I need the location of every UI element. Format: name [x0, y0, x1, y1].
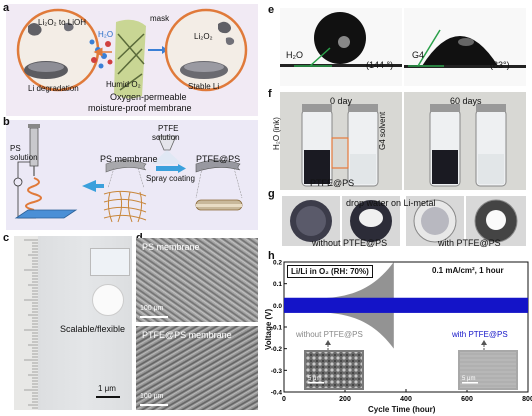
- panel-g-label: g: [268, 188, 275, 200]
- vials-day-60: [429, 104, 507, 187]
- y-tick-label-2: 0.0: [273, 303, 282, 310]
- d-scale-top: 100 μm: [140, 305, 164, 312]
- b-spray-coating: Spray coating: [146, 174, 195, 183]
- d-ps-membrane-label: PS membrane: [142, 242, 200, 252]
- e-h2o-angle: (144 °): [366, 60, 394, 70]
- panel-h-label: h: [268, 250, 275, 262]
- a-h2o: H₂O: [98, 30, 114, 39]
- vial-photos: [280, 92, 526, 190]
- d-scale-bar-bottom: [140, 404, 168, 406]
- scalable-sample-disc: [92, 284, 124, 316]
- g4-contact-angle-line: [417, 29, 441, 67]
- h-title-box: Li/Li in O₂ (RH: 70%): [287, 265, 373, 278]
- a-stable-li: Stable Li: [188, 82, 220, 91]
- h-legend-with: with PTFE@PS: [452, 330, 508, 339]
- y-tick-label-3: -0.1: [271, 325, 283, 332]
- x-tick-label-1: 200: [339, 396, 351, 403]
- h2o-contact-angle-line: [309, 47, 331, 67]
- a-humid-o2: Humid O₂: [106, 80, 141, 89]
- panel-b-illustration: [13, 124, 243, 223]
- a-li2o2-to-lioh: Li₂O₂ to LiOH: [38, 18, 87, 27]
- ptfe-ps-sheet: [195, 159, 241, 173]
- a-li2o2-right: Li₂O₂: [194, 32, 213, 41]
- b-ps-solution-l1: PS: [10, 144, 21, 153]
- electrospin-jet: [25, 177, 42, 211]
- b-ptfe-ps: PTFE@PS: [196, 154, 241, 164]
- b-ps-membrane: PS membrane: [100, 154, 158, 164]
- e-g4: G4: [412, 50, 425, 60]
- process-arrow-1: [82, 180, 104, 192]
- a-caption-line2: moisture-proof membrane: [88, 103, 192, 113]
- c-scale-label: 1 μm: [98, 384, 116, 393]
- c-scalable-flexible: Scalable/flexible: [60, 324, 126, 334]
- f-g4-solvent: G4 solvent: [378, 111, 387, 150]
- contact-angle-photos: [280, 8, 526, 86]
- sem-ps-membrane: [136, 238, 258, 322]
- y-tick-label-4: -0.2: [271, 346, 283, 353]
- vials-day-0: [301, 104, 379, 187]
- panel-f-label: f: [268, 88, 272, 100]
- y-tick-label-6: -0.4: [271, 390, 283, 397]
- y-tick-label-5: -0.3: [271, 368, 283, 375]
- b-ps-solution-l2: solution: [10, 153, 38, 162]
- d-scale-bar-top: [140, 316, 168, 318]
- b-ptfe-solution-l1: PTFE: [158, 124, 179, 133]
- voltage-chart: 0 200 400 600 800 0.2 0.1 0.0 -0.1 -0.2 -0.3 -0.4: [271, 260, 532, 404]
- c-scale-bar: [96, 396, 120, 398]
- li-metal-photos: [282, 196, 526, 246]
- x-tick-label-0: 0: [282, 396, 286, 403]
- panel-b-label: b: [3, 116, 10, 128]
- ps-membrane-sheet: [105, 159, 147, 173]
- d-scale-bottom: 100 μm: [140, 393, 164, 400]
- sem-ptfe-ps-membrane: [136, 326, 258, 410]
- voltage-source-icon: [13, 177, 23, 187]
- y-tick-label-0: 0.2: [273, 260, 282, 267]
- e-g4-angle: (83°): [490, 60, 510, 70]
- panel-c-label: c: [3, 232, 10, 244]
- d-ptfe-ps-membrane-label: PTFE@PS membrane: [142, 330, 232, 340]
- ruler-icon: [14, 236, 38, 410]
- b-ptfe-solution-l2: solution: [152, 133, 180, 142]
- x-tick-label-2: 400: [400, 396, 412, 403]
- h-title-text: Li/Li in O₂ (RH: 70%): [291, 267, 369, 276]
- panel-a-illustration: [16, 8, 248, 99]
- a-mask: mask: [150, 14, 170, 23]
- collector-plate: [14, 209, 78, 219]
- series-with-ptfe-ps: [284, 297, 528, 313]
- g-drop-water: drop water on Li-metal: [346, 198, 436, 208]
- li2o2-particle-icon: [28, 23, 42, 36]
- x-tick-label-4: 800: [522, 396, 532, 403]
- fiber-mesh-icon: [103, 190, 147, 223]
- h-xlabel: Cycle Time (hour): [368, 405, 436, 414]
- panel-a-label: a: [3, 2, 10, 14]
- f-ptfe-ps: PTFE@PS: [310, 178, 355, 188]
- e-h2o: H₂O: [286, 50, 303, 60]
- spray-nozzle-icon: [157, 135, 177, 151]
- f-day-60: 60 days: [450, 96, 482, 106]
- f-h2o-ink: H₂O (ink): [272, 117, 281, 150]
- g-with: with PTFE@PS: [438, 238, 501, 248]
- panel-e-label: e: [268, 4, 275, 16]
- f-day-0: 0 day: [330, 96, 353, 106]
- g4-droplet: [422, 36, 498, 66]
- h-sem-scale-left: 5 μm: [308, 376, 322, 382]
- g-without: without PTFE@PS: [312, 238, 388, 248]
- a-li-degradation: Li degradation: [28, 84, 79, 93]
- h-ylabel: Voltage (V): [264, 308, 273, 350]
- a-caption-line1: Oxygen-permeable: [110, 92, 187, 102]
- h-legend-without: without PTFE@PS: [296, 330, 363, 339]
- y-tick-label-1: 0.1: [273, 281, 282, 288]
- x-tick-label-3: 600: [461, 396, 473, 403]
- h-condition: 0.1 mA/cm², 1 hour: [432, 266, 504, 275]
- li2o2-product-icon: [218, 21, 231, 34]
- h-sem-scale-right: 5 μm: [462, 376, 476, 382]
- process-arrow-2: [156, 166, 178, 171]
- flexible-sample-inset: [90, 248, 130, 276]
